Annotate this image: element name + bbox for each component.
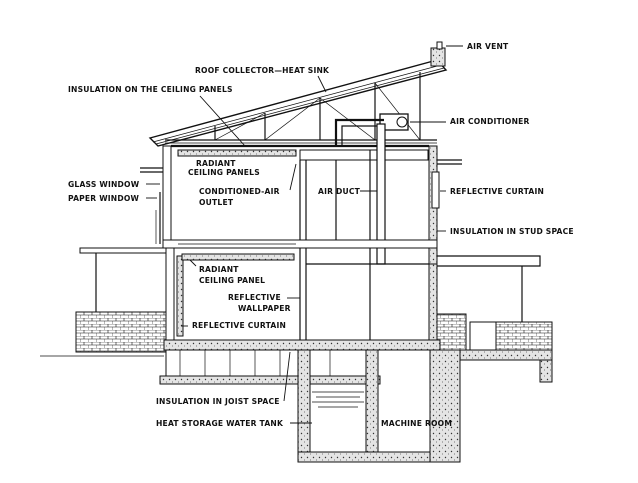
radiant-ceiling-panels-label-line2: CEILING PANELS bbox=[188, 168, 260, 177]
air-duct-label: AIR DUCT bbox=[318, 187, 361, 196]
reflective-curtain-lower-label: REFLECTIVE CURTAIN bbox=[192, 321, 286, 330]
labels: AIR VENT ROOF COLLECTOR—HEAT SINK INSULA… bbox=[68, 42, 574, 428]
conditioned-air-outlet-label-line2: OUTLET bbox=[199, 198, 234, 207]
upper-floor bbox=[140, 123, 462, 340]
water-surface bbox=[312, 391, 364, 408]
reflective-curtain-upper-label: REFLECTIVE CURTAIN bbox=[450, 187, 544, 196]
reflective-wallpaper-label-line1: REFLECTIVE bbox=[228, 293, 281, 302]
glass-window-label: GLASS WINDOW bbox=[68, 180, 140, 189]
air-conditioner-label: AIR CONDITIONER bbox=[450, 117, 530, 126]
conditioned-air-outlet-label-line1: CONDITIONED-AIR bbox=[199, 187, 280, 196]
heat-storage-tank-label: HEAT STORAGE WATER TANK bbox=[156, 419, 284, 428]
insulation-stud-label: INSULATION IN STUD SPACE bbox=[450, 227, 574, 236]
reflective-wallpaper-label-line2: WALLPAPER bbox=[238, 304, 291, 313]
radiant-ceiling-panel-label-line1: RADIANT bbox=[199, 265, 239, 274]
paper-window-label: PAPER WINDOW bbox=[68, 194, 140, 203]
insulation-joist-label: INSULATION IN JOIST SPACE bbox=[156, 397, 280, 406]
insulation-ceiling-label: INSULATION ON THE CEILING PANELS bbox=[68, 85, 233, 94]
foundation bbox=[159, 349, 553, 463]
lower-floor bbox=[40, 247, 553, 361]
air-vent-label: AIR VENT bbox=[467, 42, 509, 51]
radiant-ceiling-panel-label-line2: CEILING PANEL bbox=[199, 276, 265, 285]
machine-room-label: MACHINE ROOM bbox=[381, 419, 452, 428]
radiant-ceiling-panels-label-line1: RADIANT bbox=[196, 159, 236, 168]
roof-structure bbox=[148, 41, 448, 147]
roof-collector-label: ROOF COLLECTOR—HEAT SINK bbox=[195, 66, 330, 75]
